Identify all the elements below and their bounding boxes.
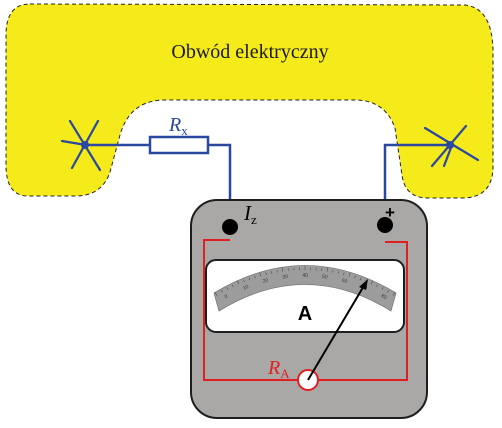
- scale-tick-mark: [237, 280, 240, 285]
- scale-tick-mark: [265, 272, 267, 275]
- internal-resistance-label: RA: [267, 357, 290, 381]
- scale-tick-mark: [254, 275, 256, 279]
- scale-tick-mark: [354, 275, 356, 279]
- scale-tick-mark: [326, 267, 328, 272]
- scale-tick-mark: [221, 290, 223, 293]
- scale-tick-label: 60: [341, 278, 348, 285]
- scale-tick-mark: [343, 272, 345, 275]
- terminal-iz-label: Iz: [243, 201, 257, 227]
- scale-tick-mark: [348, 272, 351, 277]
- scale-tick-mark: [387, 290, 389, 293]
- terminal-iz: [222, 219, 238, 235]
- terminal-plus: [377, 217, 393, 233]
- scale-tick-label: 40: [302, 273, 308, 279]
- scale-tick-mark: [392, 291, 396, 296]
- meter-scale-band: [213, 265, 397, 312]
- meter-scale-ticks: 01020304050607080: [214, 266, 396, 301]
- scale-tick-label: 20: [262, 278, 269, 285]
- scale-tick-label: 50: [322, 274, 329, 281]
- right-wire: [383, 143, 450, 224]
- scale-tick-mark: [337, 271, 339, 274]
- scale-tick-mark: [376, 284, 378, 288]
- scale-tick-mark: [359, 277, 362, 281]
- scale-tick-mark: [282, 267, 284, 272]
- scale-tick-mark: [226, 287, 229, 290]
- scale-tick-mark: [271, 271, 273, 274]
- scale-tick-mark: [214, 291, 218, 296]
- circuit-region: [5, 3, 494, 199]
- resistor-rx-symbol: R: [168, 114, 181, 136]
- resistor-rx-label: Rx: [168, 114, 188, 138]
- scale-tick-mark: [370, 280, 373, 285]
- resistor-rx: [148, 135, 210, 155]
- internal-resistance-subscript: A: [280, 366, 290, 381]
- meter-unit-label: A: [298, 303, 312, 325]
- terminal-iz-subscript: z: [251, 212, 257, 227]
- scale-tick-label: 0: [224, 294, 229, 301]
- scale-tick-label: 30: [282, 274, 289, 281]
- scale-tick-label: 10: [242, 284, 250, 292]
- scale-tick-mark: [381, 287, 384, 290]
- scale-tick-mark: [259, 272, 262, 277]
- internal-resistance-symbol: R: [267, 357, 280, 379]
- terminal-plus-label: +: [385, 203, 395, 222]
- scale-tick-mark: [243, 279, 245, 283]
- scale-tick-mark: [232, 284, 234, 288]
- scale-tick-label: 80: [380, 293, 388, 301]
- meter-needle: [307, 283, 366, 381]
- resistor-rx-subscript: x: [181, 123, 188, 138]
- ammeter-internal-wiring: [203, 239, 408, 381]
- circuit-region-label: Obwód elektryczny: [171, 41, 328, 63]
- meter-needle-tip: [359, 279, 368, 290]
- terminal-iz-symbol: I: [243, 201, 252, 225]
- scale-tick-mark: [248, 277, 251, 281]
